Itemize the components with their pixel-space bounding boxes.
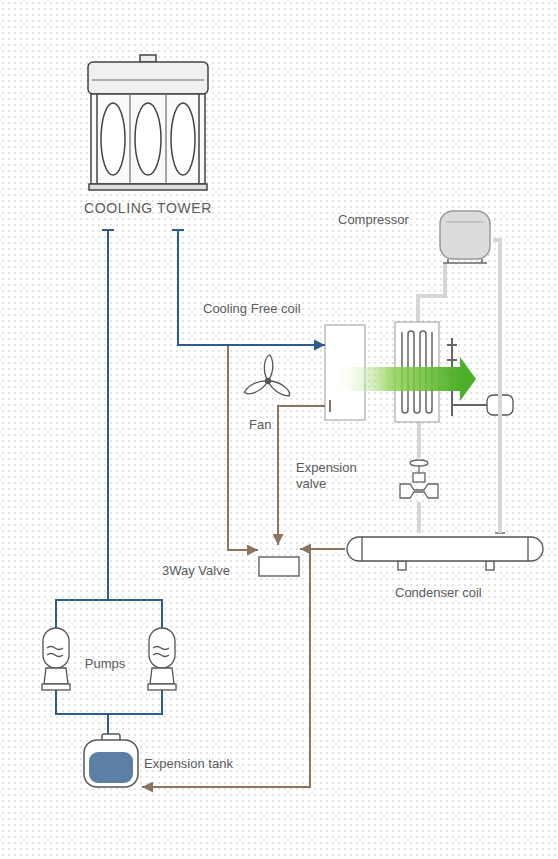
pump-picture [153, 647, 169, 657]
expansion-valve-box: Expension valve [396, 458, 442, 502]
compressor-picture [440, 211, 490, 263]
pipe-connector-group [108, 230, 109, 600]
component-label: Pumps [40, 656, 170, 672]
expansion-tank-picture [84, 734, 138, 787]
cooling-tower-picture [198, 94, 200, 184]
expansion-tank-picture [84, 740, 138, 787]
expansion-tank-picture [89, 752, 133, 783]
pipe-cap [102, 229, 184, 231]
component-label: 3Way Valve [162, 563, 230, 579]
component-label: Compressor [338, 212, 409, 228]
fan-label: Fan [249, 417, 271, 433]
component-label: Cooling Free coil [203, 301, 301, 317]
compressor-box: Compressor [437, 208, 493, 268]
three-way-valve-box: 3Way Valve [258, 545, 300, 577]
compressor-picture [481, 259, 483, 263]
pump-picture [43, 628, 69, 668]
refrigerant-line [417, 422, 421, 458]
pipe-connector-group [419, 502, 420, 533]
cooling-tower-picture [89, 184, 207, 190]
condenser-coil-box: Condenser coil [345, 533, 545, 565]
condenser-picture [361, 537, 362, 561]
pipe-connector-group [493, 240, 500, 533]
pipe-connector-group [278, 406, 325, 545]
pipe-cap [329, 400, 331, 412]
pipe-connector [278, 406, 325, 545]
cooling-tower-picture [135, 103, 161, 175]
refrigerant-line [418, 264, 445, 322]
expansion-tank-box: Expension tank [80, 734, 142, 790]
pipe-connector [178, 230, 258, 550]
airflow-arrow [333, 367, 461, 391]
pipe-connector-group [142, 549, 345, 787]
airflow-arrow [333, 357, 476, 401]
pump-picture [149, 628, 175, 668]
expansion-valve-picture [400, 484, 438, 498]
pipe-connector [417, 502, 421, 533]
cooling-tower-picture [165, 94, 167, 184]
cooling-tower-picture [129, 94, 131, 184]
sensing-bulb [452, 404, 487, 406]
pipe-connector-group [108, 714, 109, 734]
fan-picture [266, 378, 293, 398]
fan-picture [243, 377, 270, 397]
pump-picture [150, 668, 174, 684]
cooling-tower-picture [101, 103, 125, 175]
pump-picture [47, 647, 63, 657]
fan-picture [266, 379, 271, 384]
component-label: Condenser coil [395, 585, 482, 601]
compressor-picture [443, 262, 487, 264]
pipe-connector [107, 230, 109, 600]
component-label: COOLING TOWER [65, 200, 231, 218]
cooling-tower-picture [171, 103, 195, 175]
pipe-connector-group [178, 230, 258, 550]
fan-picture [264, 355, 272, 381]
free-coil-box: Cooling Free coil [325, 325, 365, 420]
pipe-connector [142, 549, 345, 787]
pump-group-box: Pumps [40, 600, 170, 714]
pump-manifold [56, 690, 162, 714]
expansion-valve-picture [413, 473, 425, 482]
cooling-tower-picture [96, 94, 98, 184]
fan-picture [243, 355, 292, 398]
cooling-tower-picture [91, 94, 205, 184]
cooling-tower-picture [88, 62, 208, 94]
compressor-picture [447, 259, 449, 263]
compressor-picture [440, 211, 490, 259]
pipe-connector-group [178, 230, 325, 345]
expansion-valve-picture [400, 460, 438, 498]
component-label: Expension tank [144, 756, 233, 772]
cooling-tower-picture [92, 79, 204, 81]
three-way-valve-picture [259, 557, 299, 576]
condenser-picture [347, 533, 543, 570]
cooling-tower-box: COOLING TOWER [65, 50, 231, 230]
expansion-valve-picture [410, 460, 428, 466]
condenser-picture [347, 537, 543, 561]
component-label: Expension valve [296, 460, 376, 493]
condenser-picture [527, 537, 528, 561]
pump-picture [42, 684, 70, 690]
pump-picture [44, 668, 68, 684]
airflow-arrow [460, 357, 476, 401]
pipe-connector [178, 230, 325, 345]
condenser-picture [486, 561, 494, 570]
pump-manifold [56, 600, 162, 628]
cooling-tower-picture [140, 55, 156, 62]
pipe-connector [107, 714, 109, 734]
condenser-picture [398, 561, 406, 570]
pump-picture [148, 684, 176, 690]
cooling-tower-picture [88, 55, 208, 190]
pipe-connector [493, 240, 500, 533]
compressor-picture [446, 221, 484, 223]
